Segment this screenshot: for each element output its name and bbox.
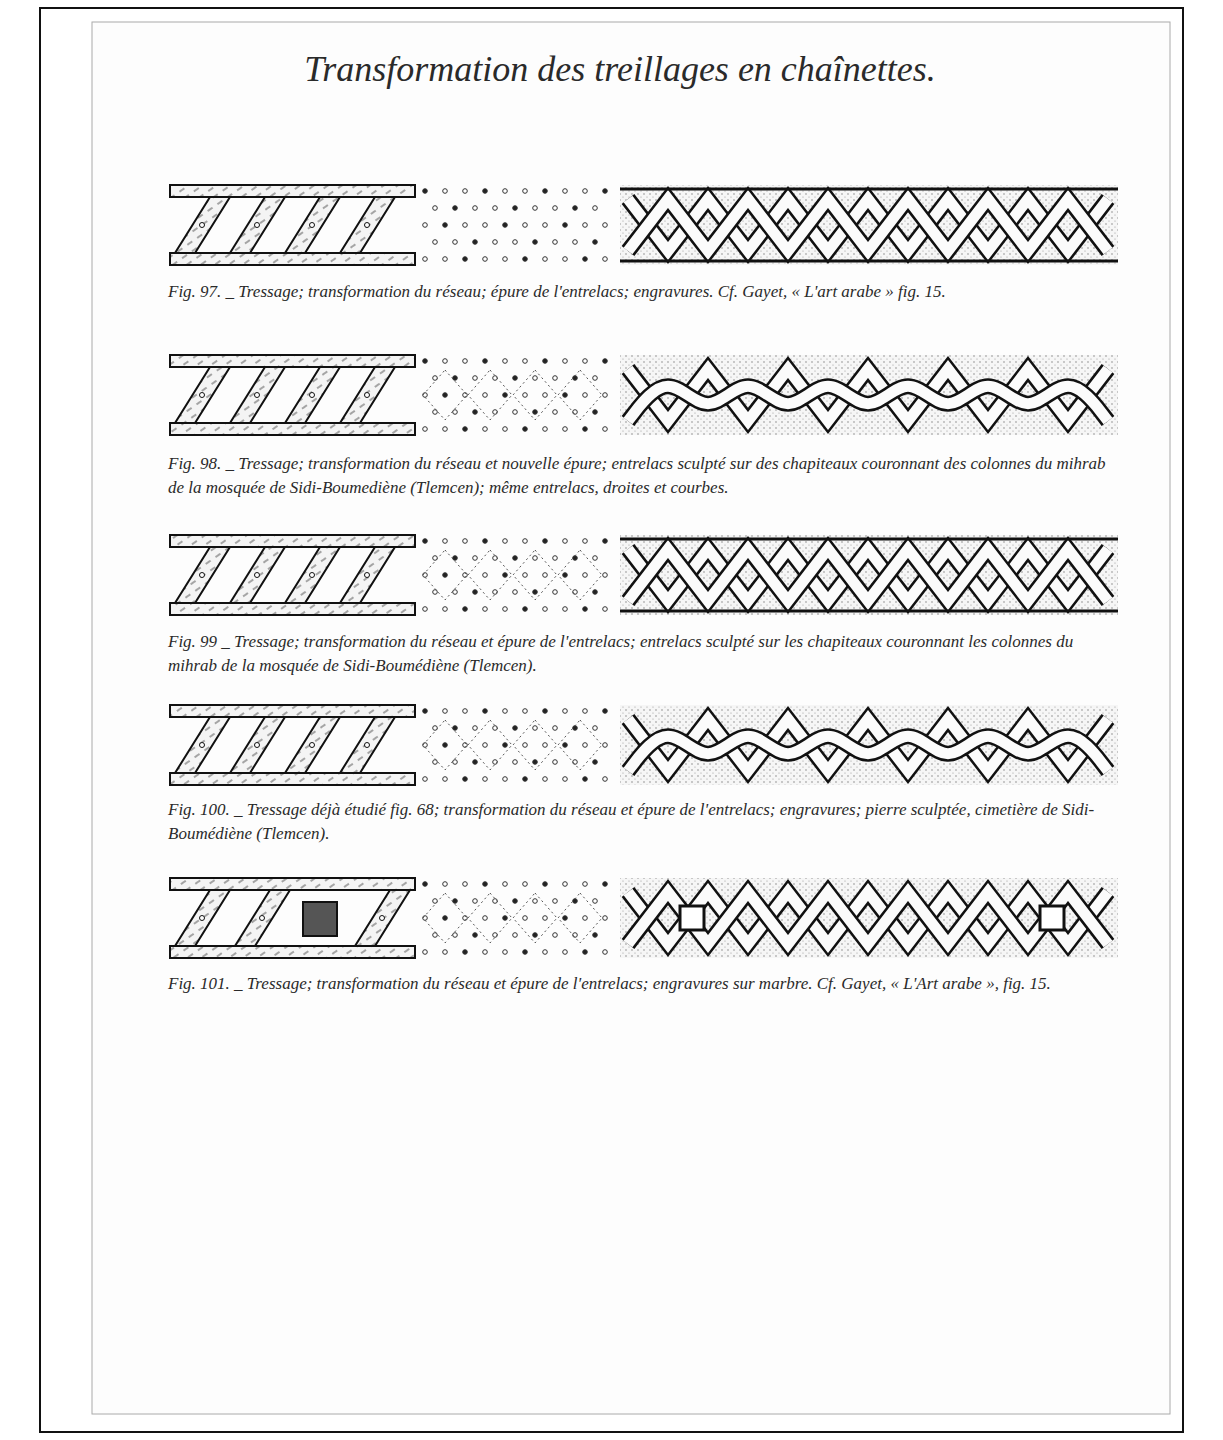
interlace-band xyxy=(170,185,1118,265)
figure-caption: Fig. 101. _ Tressage; transformation du … xyxy=(168,972,1123,996)
outer-frame xyxy=(40,8,1183,1432)
interlace-band xyxy=(170,535,1118,615)
figure-caption: Fig. 98. _ Tressage; transformation du r… xyxy=(168,452,1123,500)
plate-sheet xyxy=(92,22,1170,1414)
plate-title: Transformation des treillages en chaînet… xyxy=(240,48,1000,90)
interlace-band xyxy=(170,705,1118,785)
figure-caption: Fig. 100. _ Tressage déjà étudié fig. 68… xyxy=(168,798,1123,846)
interlace-band xyxy=(170,355,1118,435)
figure-caption: Fig. 99 _ Tressage; transformation du ré… xyxy=(168,630,1123,678)
figure-caption: Fig. 97. _ Tressage; transformation du r… xyxy=(168,280,1123,304)
interlace-band xyxy=(170,878,1118,958)
